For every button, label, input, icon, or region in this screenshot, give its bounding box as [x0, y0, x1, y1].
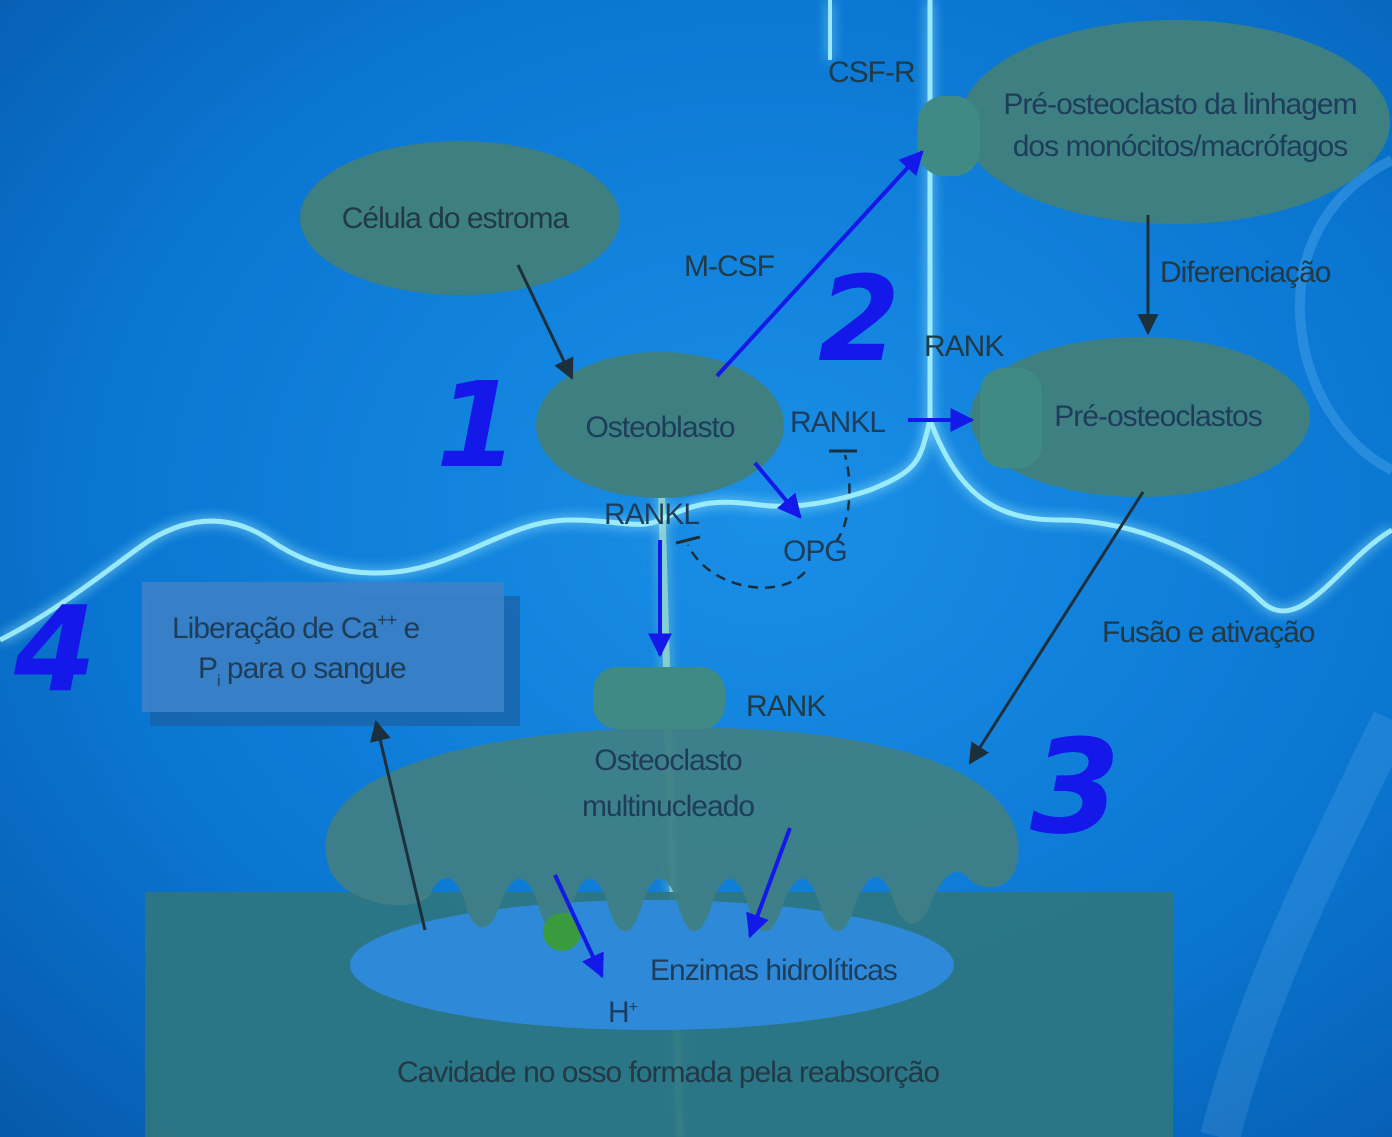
- rank-receptor-pre-osteoclast: [980, 368, 1042, 468]
- pre-osteoclast-lineage-cell: [960, 20, 1390, 224]
- rankl-right-label: RANKL: [790, 406, 885, 439]
- arrow-osteoblast-to-opg: [753, 461, 802, 519]
- pre-osteoclasts-label: Pré-osteoclastos: [1054, 400, 1261, 433]
- resorption-cavity: [350, 900, 954, 1030]
- stromal-cell: [300, 141, 620, 295]
- arrow-m-csf: [715, 150, 924, 378]
- step-4-annotation: 4: [13, 580, 96, 718]
- osteoblast-label: Osteoblasto: [585, 411, 734, 444]
- opg-label: OPG: [783, 535, 847, 568]
- h-plus-label: H+: [608, 996, 638, 1029]
- arrow-release-to-blood: [370, 719, 427, 931]
- rank-top-label: RANK: [924, 330, 1004, 363]
- arrow-enzymes: [746, 827, 792, 939]
- arrow-proton: [553, 874, 604, 979]
- release-box: [142, 582, 504, 712]
- rankl-bottom-label: RANKL: [604, 498, 699, 531]
- osteoblast-cell: [536, 352, 784, 498]
- arrow-fusion-activation: [968, 491, 1145, 765]
- pre-osteoclast-lineage-label-2: dos monócitos/macrófagos: [1013, 130, 1348, 163]
- pre-osteoclast-lineage-label-1: Pré-osteoclasto da linhagem: [1003, 88, 1356, 121]
- release-text-line1: Liberação de Ca++ e: [172, 610, 420, 645]
- osteoclast-label-1: Osteoclasto: [594, 744, 742, 777]
- m-csf-label: M-CSF: [684, 250, 775, 283]
- release-text-line2: Pi para o sangue: [198, 652, 406, 690]
- csf-r-label: CSF-R: [828, 56, 915, 89]
- opg-inhibition-rankl-right: [834, 454, 851, 543]
- inhibition-bar-bottom: [675, 535, 701, 545]
- bone-cavity-label: Cavidade no osso formada pela reabsorção: [397, 1056, 939, 1089]
- bg-curve: [1294, 155, 1392, 475]
- differentiation-label: Diferenciação: [1160, 256, 1331, 289]
- rank-receptor-osteoclast: [593, 667, 725, 729]
- step-2-annotation: 2: [818, 250, 900, 388]
- csf-r-receptor: [918, 96, 980, 176]
- stromal-cell-label: Célula do estroma: [342, 202, 570, 235]
- step-3-annotation: 3: [1030, 711, 1120, 863]
- proton-vesicle: [543, 913, 581, 951]
- fusion-activation-label: Fusão e ativação: [1102, 616, 1315, 649]
- arrow-stromal-to-osteoblast: [516, 264, 574, 380]
- osteoclast-label-2: multinucleado: [582, 790, 754, 823]
- bg-swoosh: [1200, 711, 1392, 1137]
- pre-osteoclasts-cell: [970, 337, 1310, 497]
- rank-bottom-label: RANK: [746, 690, 826, 723]
- opg-inhibition-rankl-bottom: [686, 544, 806, 589]
- step-1-annotation: 1: [436, 356, 518, 494]
- osteoclast-cell: [325, 727, 1019, 932]
- hydrolytic-enzymes-label: Enzimas hidrolíticas: [650, 954, 897, 987]
